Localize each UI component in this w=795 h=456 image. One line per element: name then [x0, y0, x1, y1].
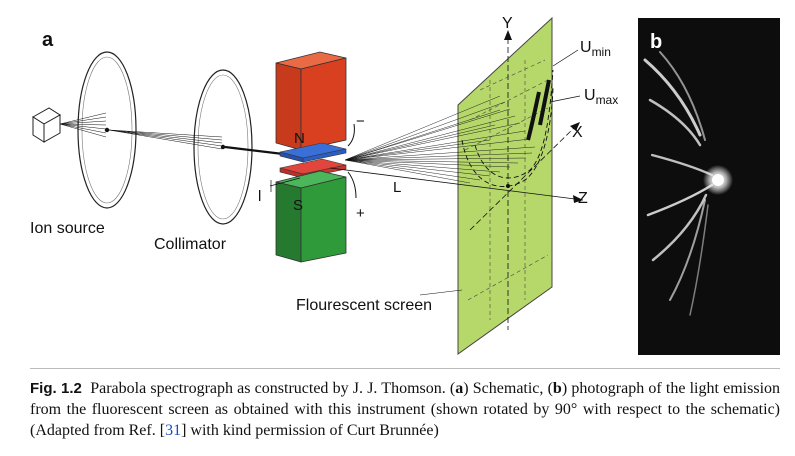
caption-b: b: [552, 380, 562, 397]
figure-caption: Fig. 1.2 Parabola spectrograph as constr…: [30, 378, 780, 441]
trace-segment-2: [538, 79, 551, 126]
ion-trajectory-fan: [344, 95, 536, 184]
reference-link[interactable]: 31: [165, 422, 182, 439]
z-axis-label: Z: [578, 190, 588, 207]
u-min-label: Umin: [580, 39, 611, 59]
plus-lead: [347, 171, 357, 199]
magnet-south-block: [275, 170, 347, 263]
minus-sign: −: [356, 113, 365, 130]
parabola-outer: [461, 87, 554, 187]
x-axis-label: X: [572, 124, 583, 141]
caption-text-3: ) photograph of the light emission from …: [30, 380, 781, 439]
caption-rule: [30, 368, 780, 369]
caption-text-4: ] with kind permission of Curt Brunnée): [181, 422, 439, 439]
north-pole-label: N: [294, 130, 305, 147]
plate-length-label: l: [258, 188, 261, 205]
caption-text-1: Parabola spectrograph as constructed by …: [90, 380, 456, 397]
deflector-plate-top: [279, 142, 347, 163]
panel-b-label: b: [650, 31, 662, 53]
plus-sign: +: [356, 205, 365, 222]
photograph-panel: [638, 18, 780, 355]
collimator-label: Collimator: [154, 236, 227, 253]
panel-a-label: a: [42, 29, 54, 51]
magnet-north-block: [275, 51, 347, 151]
x-axis: [469, 123, 579, 231]
ion-source-cube: [32, 107, 61, 143]
screen-label: Flourescent screen: [296, 297, 432, 314]
y-axis-label: Y: [502, 15, 513, 32]
parabola-inner: [474, 69, 554, 179]
z-axis: [329, 167, 584, 201]
fluorescent-screen: [457, 16, 553, 355]
south-pole-label: S: [293, 197, 303, 214]
caption-a: a: [455, 380, 464, 397]
trace-segment-1: [526, 91, 541, 141]
u-max-label: Umax: [584, 87, 618, 107]
drift-length-label: L: [393, 179, 401, 196]
caption-text-2: ) Schematic, (: [463, 380, 553, 397]
minus-lead: [347, 123, 355, 147]
ion-source-label: Ion source: [30, 220, 105, 237]
figure-number: Fig. 1.2: [30, 380, 82, 397]
ion-beam-fan-2: [108, 129, 223, 150]
ion-beam-fan-1: [59, 112, 107, 138]
